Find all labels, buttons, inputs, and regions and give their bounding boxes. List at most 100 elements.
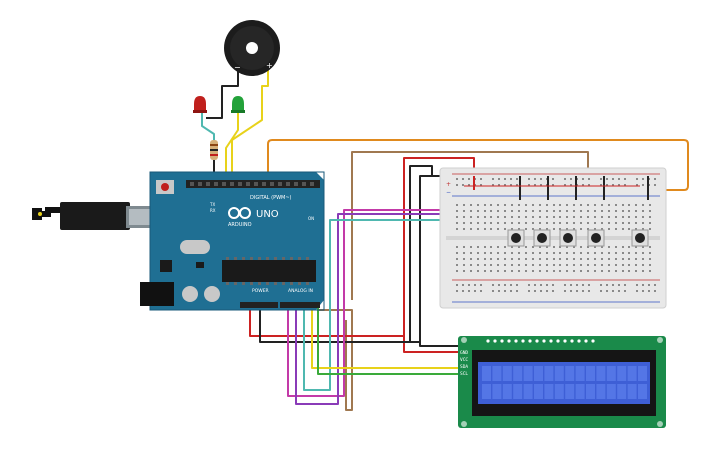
lcd-pin <box>514 339 518 343</box>
lcd-char-cell <box>606 384 616 399</box>
lcd-char-cell <box>596 384 606 399</box>
wire-purple[interactable] <box>295 213 552 405</box>
breadboard-hole <box>559 210 561 212</box>
wire-led-green[interactable] <box>225 110 239 186</box>
analog-header-label: ANALOG IN <box>288 288 313 294</box>
breadboard-hole <box>463 228 465 230</box>
breadboard-hole <box>594 216 596 218</box>
breadboard-hole <box>490 270 492 272</box>
wires <box>201 68 689 411</box>
lcd-char-cell <box>534 384 543 399</box>
wire-orange[interactable] <box>267 139 689 205</box>
breadboard-hole <box>456 184 458 186</box>
breadboard-hole <box>622 252 624 254</box>
breadboard-hole <box>456 252 458 254</box>
breadboard-hole <box>539 204 541 206</box>
breadboard-hole <box>622 264 624 266</box>
breadboard-hole <box>553 204 555 206</box>
wire-teal[interactable] <box>303 219 556 391</box>
breadboard-hole <box>518 252 520 254</box>
breadboard-hole <box>636 178 638 180</box>
led-red[interactable] <box>193 96 207 113</box>
breadboard-hole <box>511 204 513 206</box>
breadboard-hole <box>622 210 624 212</box>
breadboard-hole <box>546 216 548 218</box>
breadboard[interactable]: + − <box>439 167 667 309</box>
breadboard-hole <box>635 270 637 272</box>
wire-yellow[interactable] <box>311 304 458 369</box>
breadboard-hole <box>539 228 541 230</box>
wire-green[interactable] <box>317 304 458 375</box>
wire-buzzer-plus[interactable] <box>231 68 269 186</box>
breadboard-hole <box>456 290 458 292</box>
breadboard-hole <box>474 284 476 286</box>
breadboard-hole <box>587 246 589 248</box>
pushbutton-4[interactable] <box>587 229 605 247</box>
breadboard-hole <box>654 184 656 186</box>
breadboard-hole <box>490 264 492 266</box>
lcd-char-cell <box>565 384 575 399</box>
wire-led-red-teal[interactable] <box>201 112 215 144</box>
breadboard-hole <box>525 204 527 206</box>
breadboard-hole <box>594 246 596 248</box>
breadboard-hole <box>497 222 499 224</box>
pushbutton-1[interactable] <box>507 229 525 247</box>
breadboard-hole <box>649 258 651 260</box>
board-model-label: UNO <box>256 209 279 220</box>
breadboard-hole <box>511 264 513 266</box>
breadboard-hole <box>510 284 512 286</box>
breadboard-hole <box>582 290 584 292</box>
breadboard-hole <box>480 284 482 286</box>
digital-header <box>186 180 320 188</box>
pushbutton-2[interactable] <box>533 229 551 247</box>
breadboard-hole <box>615 264 617 266</box>
piezo-buzzer[interactable]: − + <box>224 20 280 76</box>
breadboard-hole <box>456 284 458 286</box>
resistor[interactable] <box>210 140 218 160</box>
breadboard-hole <box>553 228 555 230</box>
arduino-uno-board[interactable]: DIGITAL (PWM~) UNO ARDUINO ON TX RX <box>140 171 325 311</box>
breadboard-hole <box>573 216 575 218</box>
breadboard-hole <box>606 184 608 186</box>
breadboard-hole <box>628 204 630 206</box>
wire-black-2[interactable] <box>409 165 433 342</box>
breadboard-hole <box>525 258 527 260</box>
breadboard-hole <box>566 258 568 260</box>
wire-buzzer-minus[interactable] <box>206 68 239 119</box>
breadboard-hole <box>477 258 479 260</box>
breadboard-hole <box>608 252 610 254</box>
breadboard-hole <box>564 184 566 186</box>
breadboard-hole <box>608 222 610 224</box>
breadboard-hole <box>490 228 492 230</box>
breadboard-hole <box>470 270 472 272</box>
breadboard-hole <box>587 204 589 206</box>
pushbutton-3[interactable] <box>559 229 577 247</box>
breadboard-hole <box>566 204 568 206</box>
led-green[interactable] <box>231 96 245 113</box>
breadboard-hole <box>528 290 530 292</box>
breadboard-hole <box>504 216 506 218</box>
breadboard-hole <box>564 178 566 180</box>
breadboard-hole <box>587 216 589 218</box>
breadboard-hole <box>477 252 479 254</box>
lcd-char-cell <box>638 384 647 399</box>
pushbutton-5[interactable] <box>631 229 649 247</box>
breadboard-hole <box>615 228 617 230</box>
breadboard-hole <box>636 184 638 186</box>
breadboard-hole <box>484 210 486 212</box>
pushbuttons <box>507 229 649 247</box>
breadboard-hole <box>606 290 608 292</box>
breadboard-hole <box>635 228 637 230</box>
lcd-i2c-module[interactable]: GND VCC SDA SCL <box>458 336 666 428</box>
breadboard-hole <box>635 252 637 254</box>
breadboard-hole <box>615 258 617 260</box>
breadboard-hole <box>456 246 458 248</box>
breadboard-hole <box>504 184 506 186</box>
lcd-char-cell <box>502 366 512 381</box>
breadboard-hole <box>582 184 584 186</box>
breadboard-hole <box>642 216 644 218</box>
breadboard-hole <box>480 178 482 180</box>
breadboard-hole <box>477 246 479 248</box>
usb-cable[interactable] <box>32 202 156 230</box>
